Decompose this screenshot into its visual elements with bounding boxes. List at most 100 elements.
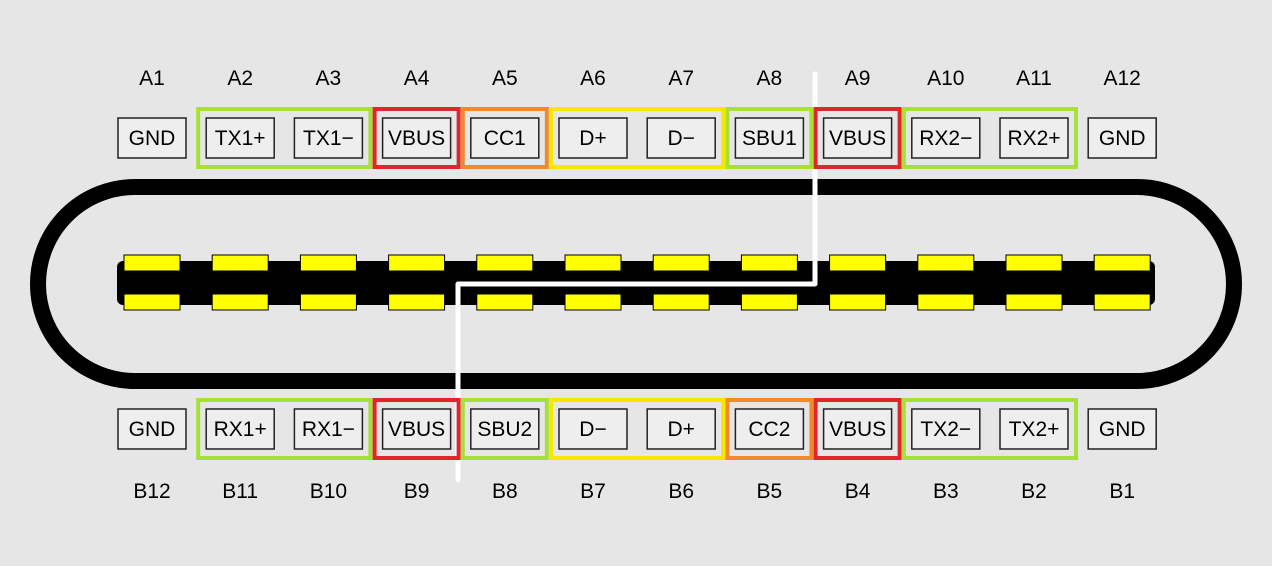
bottom-group-frame — [196, 398, 373, 460]
contact-top — [652, 254, 710, 272]
top-signal-box — [381, 117, 452, 159]
bottom-group-frame — [460, 398, 549, 460]
contact-top — [388, 254, 446, 272]
top-pin-label: A3 — [316, 67, 342, 90]
contact-top — [476, 254, 534, 272]
top-signal-label: TX1− — [303, 127, 354, 150]
top-group-frame — [901, 107, 1078, 169]
contact-top — [1005, 254, 1063, 272]
top-signal-label: SBU1 — [742, 127, 797, 150]
bottom-group-frame — [813, 398, 902, 460]
contact-bottom — [829, 293, 887, 311]
bottom-signal-label: VBUS — [829, 418, 886, 441]
top-pin-label: A1 — [139, 67, 165, 90]
contact-top — [564, 254, 622, 272]
bottom-signal-box — [381, 408, 452, 450]
contact-bottom — [299, 293, 357, 311]
bottom-signal-box — [470, 408, 540, 450]
top-signal-label: VBUS — [829, 127, 886, 150]
top-signal-box — [646, 117, 716, 159]
bottom-pin-label: B10 — [310, 480, 347, 503]
top-pin-label: A2 — [227, 67, 253, 90]
top-signal-box — [293, 117, 364, 159]
bottom-signal-label: VBUS — [388, 418, 445, 441]
contact-bottom — [1093, 293, 1151, 311]
contact-top — [829, 254, 887, 272]
contact-rows — [123, 254, 1151, 311]
bottom-pin-label: B9 — [404, 480, 430, 503]
bottom-signal-box — [734, 408, 805, 450]
bottom-group-frame — [549, 398, 726, 460]
bottom-signal-box — [205, 408, 275, 450]
top-pin-label: A4 — [404, 67, 430, 90]
contact-top — [740, 254, 798, 272]
bottom-signal-box — [1087, 408, 1157, 450]
top-signal-label: VBUS — [388, 127, 445, 150]
bottom-signal-label: D+ — [667, 418, 694, 441]
bottom-group-frame — [372, 398, 461, 460]
top-pin-label: A12 — [1104, 67, 1141, 90]
contact-bottom — [123, 293, 181, 311]
top-signal-label: D+ — [579, 127, 606, 150]
top-signal-box — [911, 117, 981, 159]
contact-bottom — [388, 293, 446, 311]
bottom-signal-box — [999, 408, 1069, 450]
bottom-signal-box — [117, 408, 187, 450]
contact-top — [123, 254, 181, 272]
bottom-signal-label: SBU2 — [477, 418, 532, 441]
bottom-group-frame — [725, 398, 814, 460]
top-signal-box — [117, 117, 187, 159]
top-signal-label: GND — [129, 127, 176, 150]
top-signal-box — [999, 117, 1069, 159]
top-signal-box — [205, 117, 275, 159]
bottom-signal-label: CC2 — [748, 418, 790, 441]
top-signal-label: RX2+ — [1007, 127, 1060, 150]
bottom-signal-label: RX1− — [302, 418, 355, 441]
contact-bottom — [917, 293, 975, 311]
contact-top — [299, 254, 357, 272]
top-signal-label: TX1+ — [215, 127, 266, 150]
bottom-signal-box — [293, 408, 364, 450]
bottom-signal-box — [911, 408, 981, 450]
top-signal-label: GND — [1099, 127, 1146, 150]
top-signal-box — [734, 117, 805, 159]
contact-bottom — [211, 293, 269, 311]
contact-bottom — [564, 293, 622, 311]
top-pin-label: A6 — [580, 67, 606, 90]
bottom-pin-label: B12 — [133, 480, 170, 503]
top-pin-label: A7 — [668, 67, 694, 90]
contact-top — [211, 254, 269, 272]
top-signal-label: D− — [667, 127, 694, 150]
top-signal-box — [558, 117, 628, 159]
top-group-frame — [549, 107, 726, 169]
bottom-pin-label: B4 — [845, 480, 871, 503]
top-pin-label: A8 — [757, 67, 783, 90]
top-signal-label: CC1 — [484, 127, 526, 150]
bottom-pin-label: B5 — [757, 480, 783, 503]
contact-bottom — [740, 293, 798, 311]
connector-outline — [30, 179, 1242, 389]
bottom-signal-box — [646, 408, 716, 450]
bottom-signal-box — [822, 408, 893, 450]
top-signal-box — [470, 117, 540, 159]
bottom-signal-label: TX2+ — [1009, 418, 1060, 441]
bottom-group-frame — [901, 398, 1078, 460]
contact-bottom — [1005, 293, 1063, 311]
contact-bottom — [652, 293, 710, 311]
top-signal-box — [1087, 117, 1157, 159]
top-group-frame — [725, 107, 814, 169]
top-group-frame — [813, 107, 902, 169]
divider-line — [455, 71, 818, 483]
contact-top — [917, 254, 975, 272]
bottom-signal-label: RX1+ — [214, 418, 267, 441]
orientation-divider — [455, 71, 818, 483]
bottom-pin-label: B8 — [492, 480, 518, 503]
top-group-frame — [460, 107, 549, 169]
top-signal-box — [822, 117, 893, 159]
bottom-row: GNDB12RX1+B11RX1−B10VBUSB9SBU2B8D−B7D+B6… — [117, 398, 1157, 503]
top-group-frame — [196, 107, 373, 169]
top-pin-label: A9 — [845, 67, 871, 90]
bottom-pin-label: B7 — [580, 480, 606, 503]
